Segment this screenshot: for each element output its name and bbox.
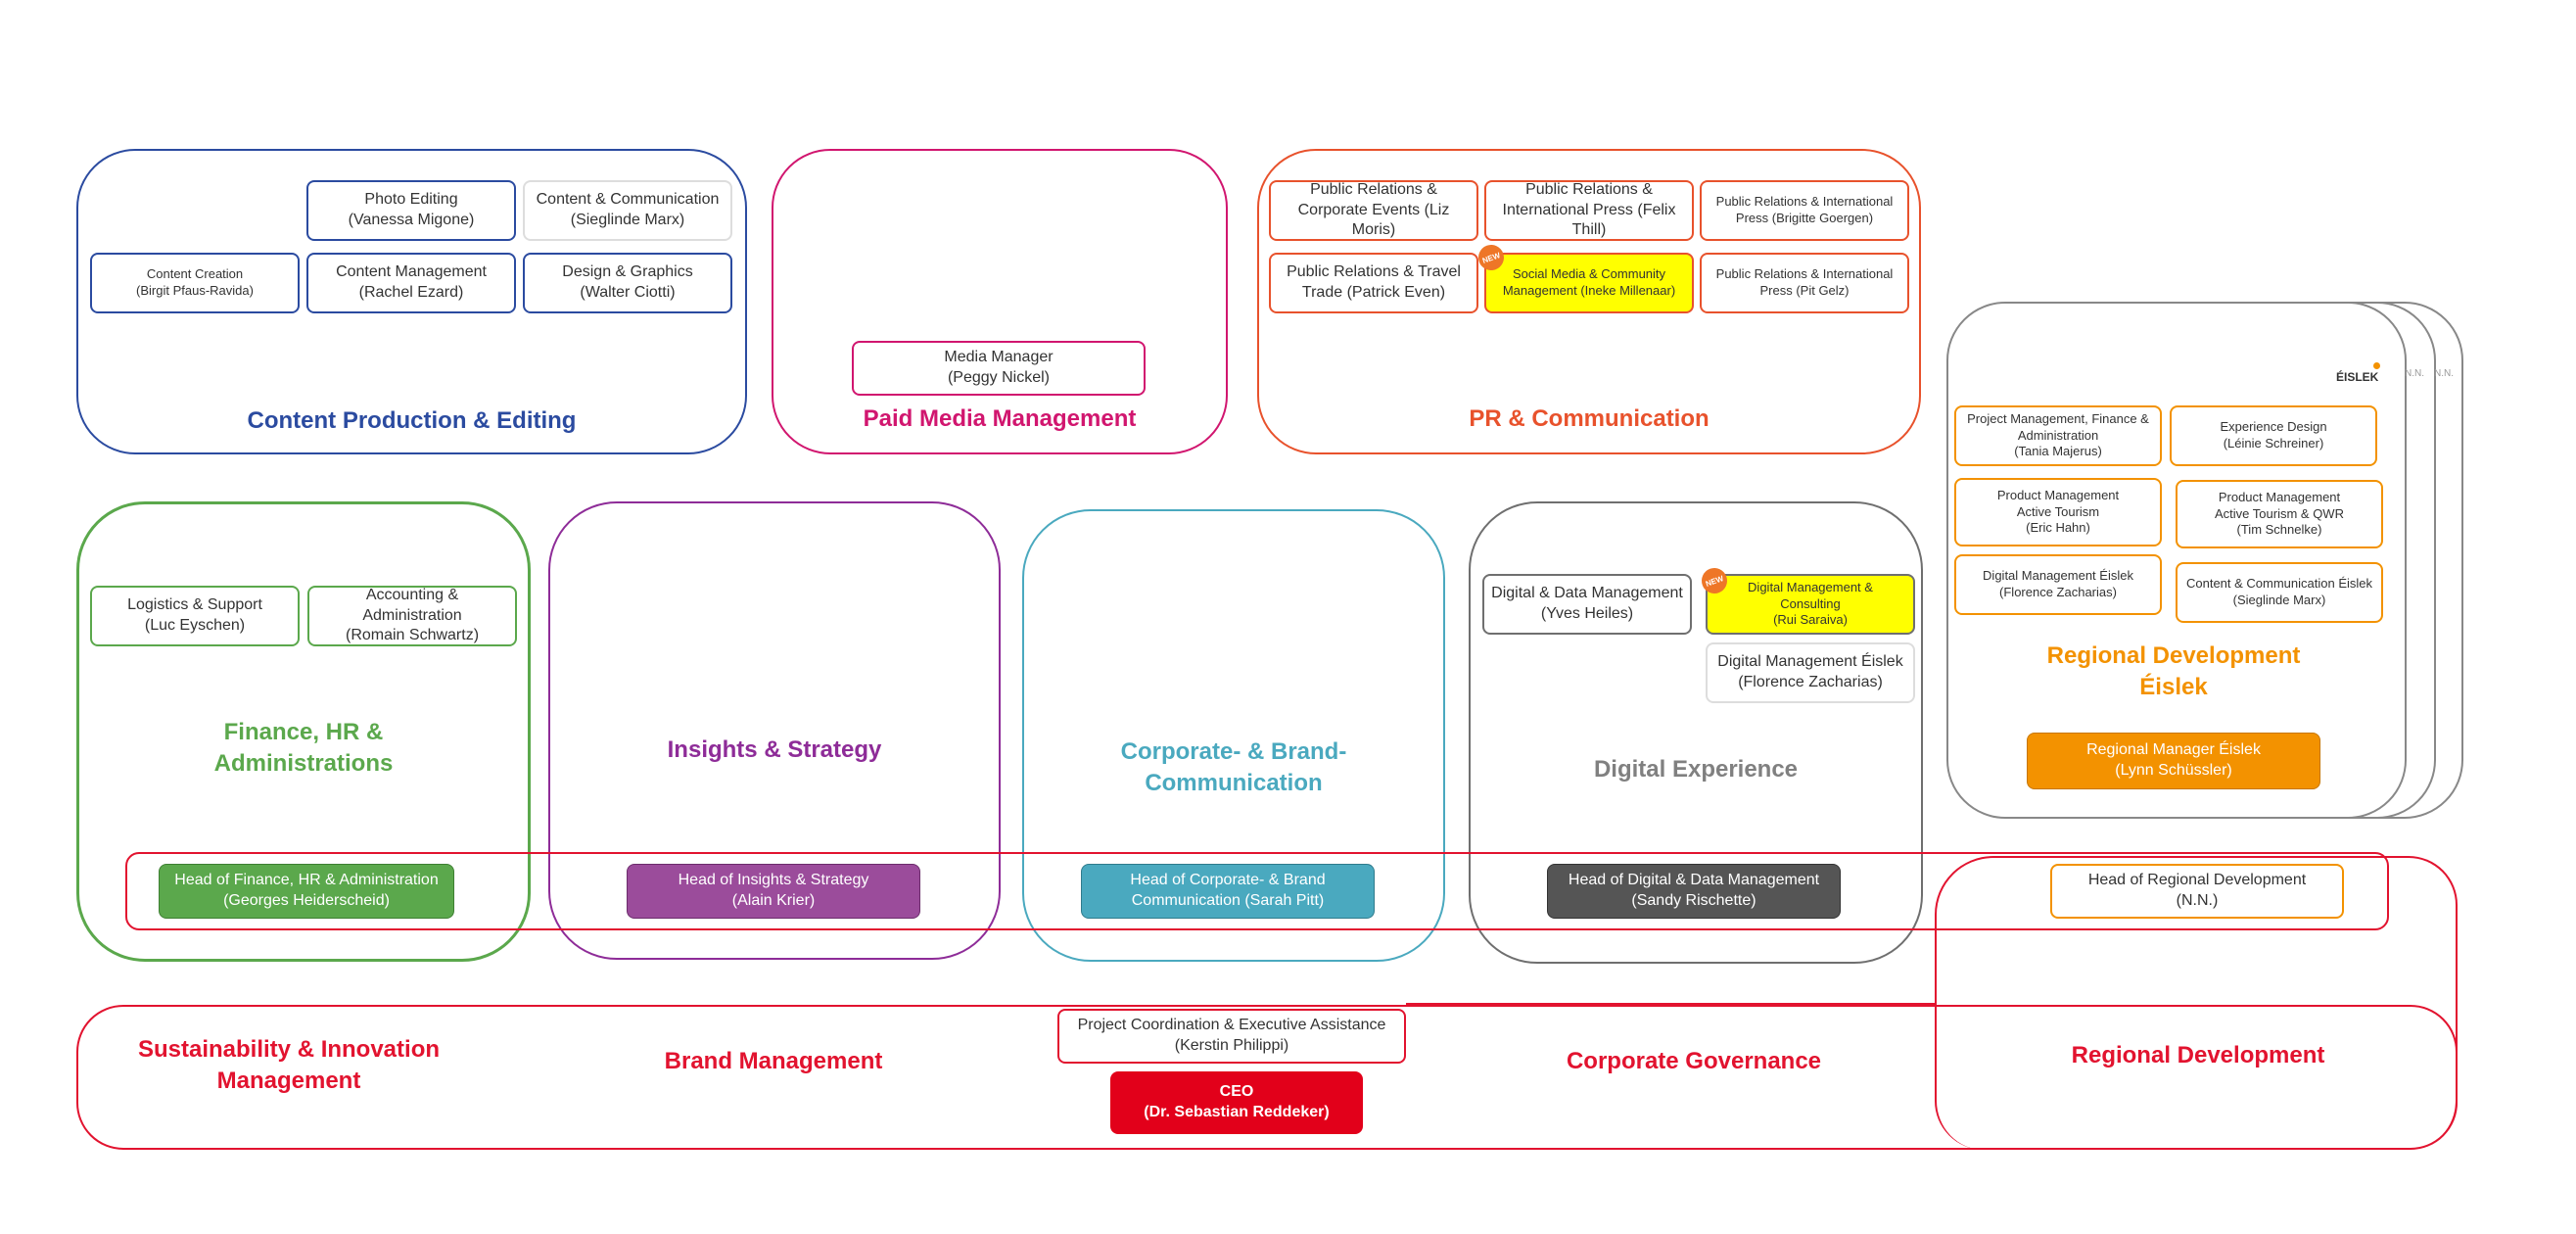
experience-design-box[interactable]: Experience Design (Léinie Schreiner) <box>2170 405 2377 466</box>
photo-editing-box[interactable]: Photo Editing (Vanessa Migone) <box>306 180 516 241</box>
head-regional-box[interactable]: Head of Regional Development (N.N.) <box>2050 864 2344 919</box>
pr-communication-group <box>1257 149 1921 454</box>
pr-communication-title: PR & Communication <box>1469 404 1710 432</box>
corporate-title: Corporate- & Brand- Communication <box>1120 737 1347 796</box>
regional-eislek-title: Regional Development Éislek <box>2046 641 2301 700</box>
insights-group <box>548 501 1001 960</box>
head-finance-box[interactable]: Head of Finance, HR & Administration (Ge… <box>159 864 454 919</box>
design-graphics-box[interactable]: Design & Graphics (Walter Ciotti) <box>523 253 732 313</box>
media-manager-box[interactable]: Media Manager (Peggy Nickel) <box>852 341 1146 396</box>
logistics-support-box[interactable]: Logistics & Support (Luc Eyschen) <box>90 586 300 646</box>
pr-travel-trade-box[interactable]: Public Relations & Travel Trade (Patrick… <box>1269 253 1478 313</box>
band-connector-vertical <box>1935 930 1937 1005</box>
product-active-tourism-box[interactable]: Product Management Active Tourism (Eric … <box>1954 478 2162 546</box>
eislek-logo-dot-icon <box>2373 362 2380 369</box>
nn-label-1: N.N. <box>2405 368 2424 379</box>
content-production-group <box>76 149 747 454</box>
head-insights-box[interactable]: Head of Insights & Strategy (Alain Krier… <box>627 864 920 919</box>
regional-manager-box[interactable]: Regional Manager Éislek (Lynn Schüssler) <box>2027 733 2320 789</box>
digital-experience-title: Digital Experience <box>1593 755 1799 783</box>
accounting-administration-box[interactable]: Accounting & Administration (Romain Schw… <box>307 586 517 646</box>
content-production-title: Content Production & Editing <box>247 406 577 434</box>
content-management-box[interactable]: Content Management (Rachel Ezard) <box>306 253 516 313</box>
digital-management-eislek-regional-box[interactable]: Digital Management Éislek (Florence Zach… <box>1954 554 2162 615</box>
heads-band <box>125 852 2389 930</box>
nn-label-2: N.N. <box>2434 368 2454 379</box>
pr-corporate-events-box[interactable]: Public Relations & Corporate Events (Liz… <box>1269 180 1478 241</box>
pr-international-press-felix-box[interactable]: Public Relations & International Press (… <box>1484 180 1694 241</box>
content-creation-box[interactable]: Content Creation (Birgit Pfaus-Ravida) <box>90 253 300 313</box>
band-connector-horizontal <box>1406 1003 1937 1005</box>
project-management-box[interactable]: Project Management, Finance & Administra… <box>1954 405 2162 466</box>
content-communication-box[interactable]: Content & Communication (Sieglinde Marx) <box>523 180 732 241</box>
head-digital-box[interactable]: Head of Digital & Data Management (Sandy… <box>1547 864 1841 919</box>
corporate-governance-title: Corporate Governance <box>1566 1047 1822 1074</box>
pr-international-press-brigitte-box[interactable]: Public Relations & International Press (… <box>1700 180 1909 241</box>
pr-international-press-pit-box[interactable]: Public Relations & International Press (… <box>1700 253 1909 313</box>
brand-management-title: Brand Management <box>664 1047 883 1074</box>
ceo-box[interactable]: CEO (Dr. Sebastian Reddeker) <box>1110 1071 1363 1134</box>
corporate-band <box>76 1005 2458 1150</box>
sustainability-title: Sustainability & Innovation Management <box>137 1035 441 1094</box>
head-corporate-box[interactable]: Head of Corporate- & Brand Communication… <box>1081 864 1375 919</box>
eislek-logo: ÉISLEK <box>2336 370 2379 384</box>
corporate-group <box>1022 509 1445 962</box>
digital-data-management-box[interactable]: Digital & Data Management (Yves Heiles) <box>1482 574 1692 635</box>
digital-experience-group <box>1469 501 1923 964</box>
finance-title: Finance, HR & Administrations <box>213 718 394 777</box>
social-media-box[interactable]: Social Media & Community Management (Ine… <box>1484 253 1694 313</box>
regional-development-title: Regional Development <box>2071 1041 2325 1068</box>
project-coordination-box[interactable]: Project Coordination & Executive Assista… <box>1057 1009 1406 1064</box>
digital-management-eislek-box[interactable]: Digital Management Éislek (Florence Zach… <box>1706 642 1915 703</box>
digital-consulting-box[interactable]: Digital Management & Consulting (Rui Sar… <box>1706 574 1915 635</box>
product-qwr-box[interactable]: Product Management Active Tourism & QWR … <box>2176 480 2383 548</box>
paid-media-title: Paid Media Management <box>863 404 1137 432</box>
paid-media-group <box>772 149 1228 454</box>
content-communication-eislek-box[interactable]: Content & Communication Éislek (Sieglind… <box>2176 562 2383 623</box>
insights-title: Insights & Strategy <box>667 736 882 763</box>
finance-group <box>76 501 531 962</box>
